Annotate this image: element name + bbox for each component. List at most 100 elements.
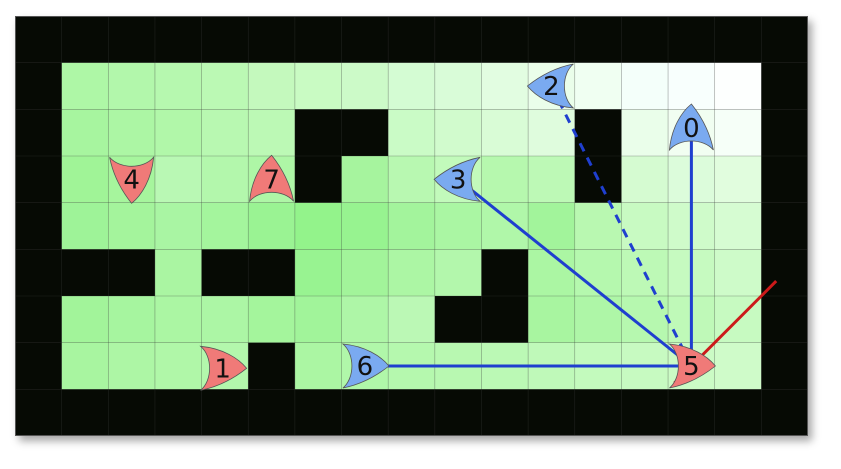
floor-cell <box>528 156 576 204</box>
wall-cell <box>294 389 343 436</box>
agent-label: 4 <box>123 165 140 195</box>
floor-cell <box>108 109 156 157</box>
wall-cell <box>15 296 63 344</box>
floor-cell <box>481 109 529 157</box>
floor-cell <box>388 109 436 157</box>
grid-cells <box>15 16 808 436</box>
floor-cell <box>154 62 203 110</box>
floor-cell <box>481 202 529 250</box>
floor-cell <box>108 342 156 390</box>
floor-cell <box>714 342 762 390</box>
agent-label: 1 <box>214 354 231 384</box>
agent-1[interactable]: 1 <box>199 345 248 391</box>
wall-cell <box>15 16 63 64</box>
wall-cell <box>201 16 249 64</box>
wall-cell <box>761 342 808 390</box>
wall-cell <box>248 342 296 390</box>
floor-cell <box>668 62 716 110</box>
agent-blue-marker-icon <box>668 103 714 152</box>
wall-cell <box>294 156 343 204</box>
floor-cell <box>621 109 669 157</box>
wall-cell <box>434 296 482 344</box>
agent-5[interactable]: 5 <box>668 343 716 389</box>
floor-cell <box>154 249 203 297</box>
wall-cell <box>108 249 156 297</box>
floor-cell <box>61 62 109 110</box>
agent-label: 5 <box>683 352 700 382</box>
wall-cell <box>108 16 156 64</box>
floor-cell <box>714 156 762 204</box>
wall-cell <box>15 249 63 297</box>
floor-cell <box>341 249 389 297</box>
floor-cell <box>714 109 762 157</box>
floor-cell <box>248 202 296 250</box>
wall-cell <box>714 16 762 64</box>
wall-cell <box>248 249 296 297</box>
floor-cell <box>294 202 343 250</box>
wall-cell <box>574 389 622 436</box>
floor-cell <box>61 342 109 390</box>
wall-cell <box>154 389 203 436</box>
floor-cell <box>201 296 249 344</box>
floor-cell <box>201 109 249 157</box>
agent-red-marker-icon <box>668 343 716 389</box>
wall-cell <box>668 16 716 64</box>
wall-cell <box>341 16 389 64</box>
floor-cell <box>621 62 669 110</box>
floor-cell <box>388 296 436 344</box>
wall-cell <box>761 202 808 250</box>
wall-cell <box>15 342 63 390</box>
wall-cell <box>248 16 296 64</box>
floor-cell <box>154 296 203 344</box>
agent-7[interactable]: 7 <box>249 154 294 203</box>
agent-0[interactable]: 0 <box>668 103 714 152</box>
wall-cell <box>61 249 109 297</box>
wall-cell <box>294 16 343 64</box>
floor-cell <box>341 202 389 250</box>
wall-cell <box>15 156 63 204</box>
wall-cell <box>294 109 343 157</box>
sight-line-2-5 <box>550 85 693 367</box>
wall-cell <box>341 389 389 436</box>
agents-layer: 0 1 2 3 4 5 6 7 <box>109 63 716 391</box>
board-border <box>15 16 808 436</box>
floor-cell <box>201 62 249 110</box>
floor-cell <box>434 62 482 110</box>
floor-cell <box>528 296 576 344</box>
floor-cell <box>108 296 156 344</box>
agent-red-marker-icon <box>249 154 294 203</box>
floor-cell <box>388 62 436 110</box>
floor-cell <box>621 156 669 204</box>
floor-cell <box>154 342 203 390</box>
floor-cell <box>388 156 436 204</box>
wall-cell <box>528 389 576 436</box>
agent-4[interactable]: 4 <box>109 156 155 204</box>
sight-line-3-5 <box>457 178 693 368</box>
floor-cell <box>621 202 669 250</box>
floor-cell <box>61 109 109 157</box>
wall-cell <box>434 389 482 436</box>
wall-cell <box>15 389 63 436</box>
floor-cell <box>294 296 343 344</box>
wall-cell <box>108 389 156 436</box>
agent-blue-marker-icon <box>526 63 575 109</box>
floor-cell <box>201 202 249 250</box>
floor-cell <box>714 62 762 110</box>
wall-cell <box>61 389 109 436</box>
wall-cell <box>61 16 109 64</box>
floor-cell <box>388 202 436 250</box>
agent-6[interactable]: 6 <box>341 343 390 389</box>
floor-cell <box>528 249 576 297</box>
wall-cell <box>714 389 762 436</box>
floor-cell <box>434 109 482 157</box>
floor-cell <box>434 202 482 250</box>
wall-cell <box>341 109 389 157</box>
agent-3[interactable]: 3 <box>433 156 482 202</box>
wall-cell <box>481 16 529 64</box>
wall-cell <box>621 16 669 64</box>
floor-cell <box>61 156 109 204</box>
agent-2[interactable]: 2 <box>526 63 575 109</box>
wall-cell <box>761 62 808 110</box>
floor-cell <box>248 296 296 344</box>
wall-cell <box>761 109 808 157</box>
